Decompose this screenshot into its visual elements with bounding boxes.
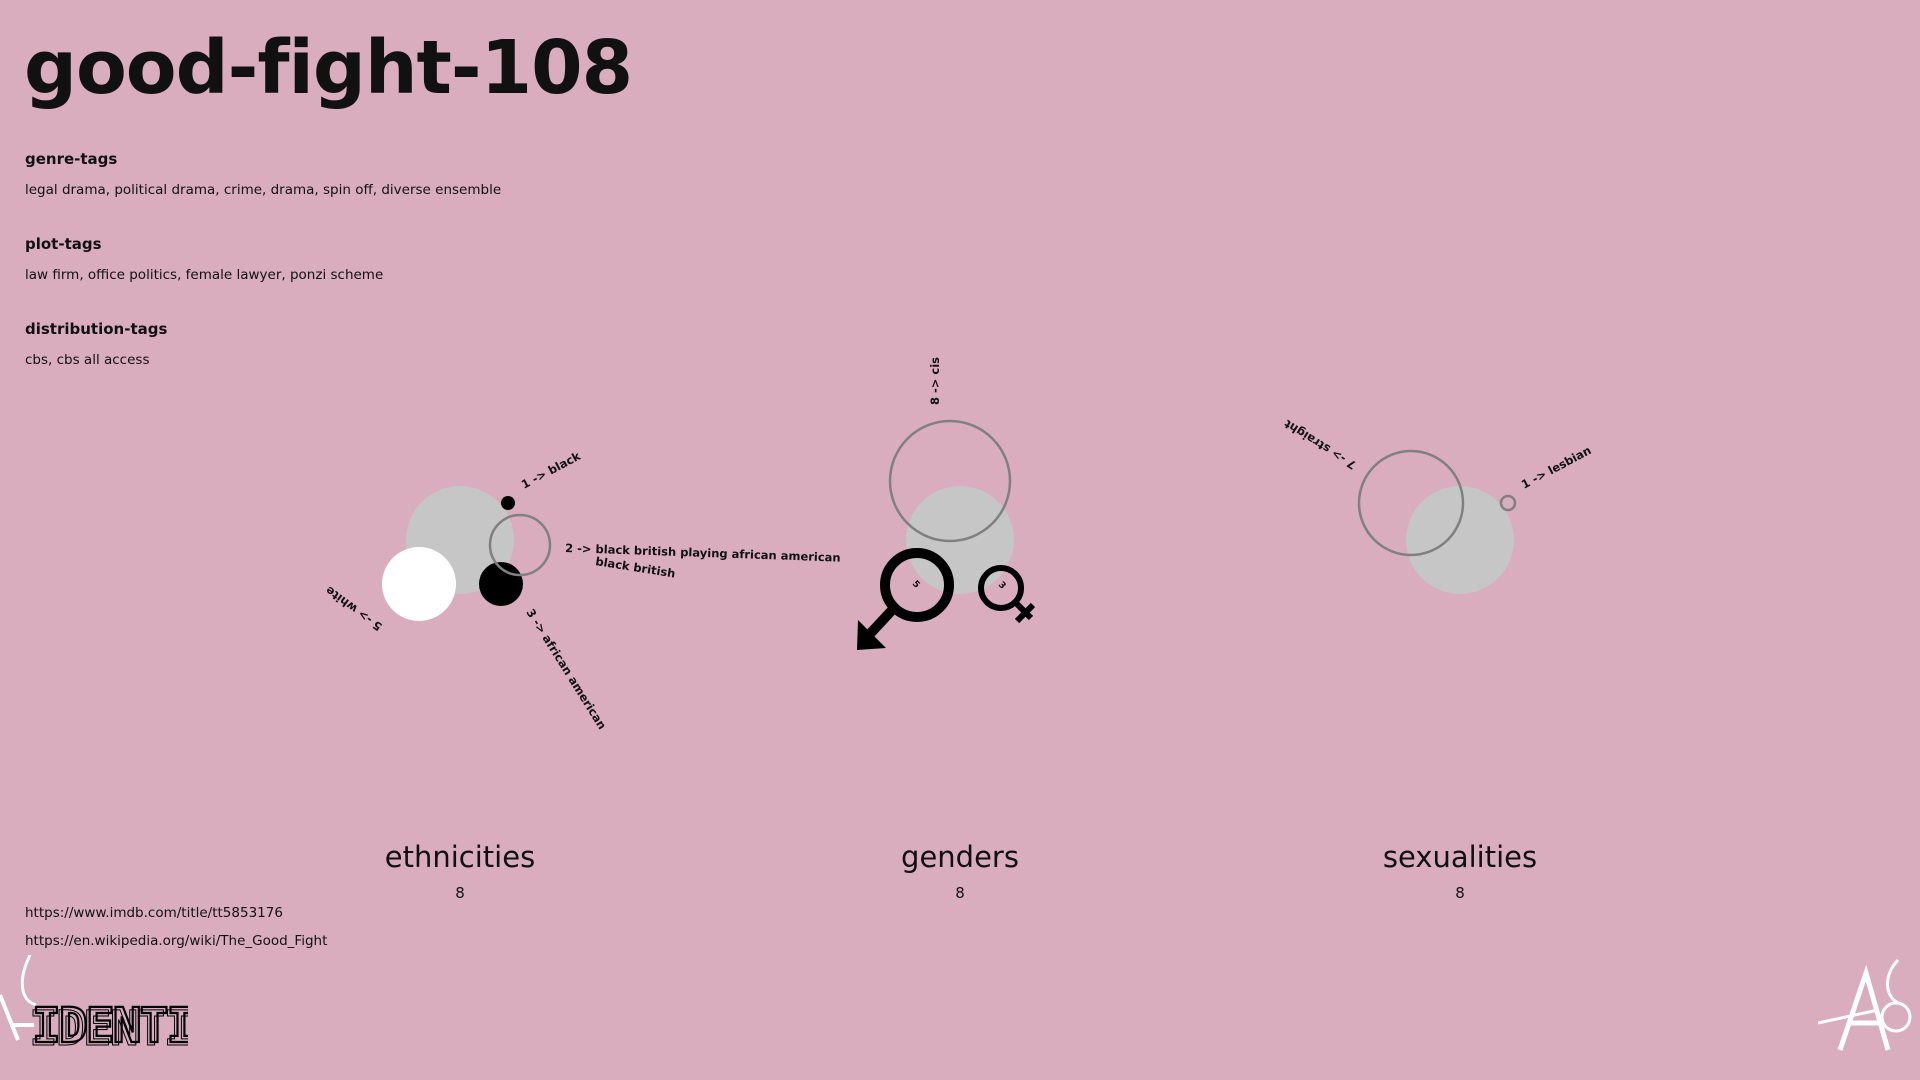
genders-label: genders — [901, 840, 1019, 874]
male-symbol-icon — [857, 548, 954, 650]
annotation-male-count: 5 — [910, 579, 922, 591]
genders-cluster: 8 -> cis 5 3 — [857, 357, 1036, 650]
genre-tags-value: legal drama, political drama, crime, dra… — [25, 182, 502, 198]
distribution-tags-value: cbs, cbs all access — [25, 352, 150, 368]
cis-ring — [888, 419, 1012, 543]
distribution-tags-section: distribution-tags cbs, cbs all access — [25, 320, 167, 368]
ethnicities-count: 8 — [455, 884, 465, 902]
annotation-cis: 8 -> cis — [928, 357, 942, 405]
corner-glyph-right-icon — [1818, 958, 1912, 1051]
distribution-tags-label: distribution-tags — [25, 320, 168, 338]
page-title: good-fight-108 — [24, 25, 633, 111]
sexualities-count: 8 — [1455, 884, 1465, 902]
genre-tags-section: genre-tags legal drama, political drama,… — [25, 150, 501, 198]
plot-tags-value: law firm, office politics, female lawyer… — [25, 267, 384, 283]
annotation-black: 1 -> black — [519, 449, 583, 492]
female-symbol-icon — [978, 565, 1036, 624]
plot-tags-section: plot-tags law firm, office politics, fem… — [25, 235, 383, 283]
ethnicities-label: ethnicities — [384, 840, 536, 874]
black-british-playing-ring — [488, 513, 552, 577]
ethnicities-cluster: 1 -> black 2 -> black british playing af… — [323, 449, 841, 732]
corner-glyph-left-icon — [0, 955, 37, 1041]
sexualities-total-disc — [1406, 486, 1514, 594]
wikipedia-link[interactable]: https://en.wikipedia.org/wiki/The_Good_F… — [25, 933, 328, 949]
straight-ring — [1357, 449, 1465, 557]
sexualities-label: sexualities — [1382, 840, 1538, 874]
black-disc — [501, 496, 515, 510]
annotation-african-american: 3 -> african american — [523, 606, 609, 732]
logo-text-shadow: IDENTI — [29, 1001, 188, 1057]
imdb-link[interactable]: https://www.imdb.com/title/tt5853176 — [25, 905, 283, 921]
sexualities-cluster: 7 -> straight 1 -> lesbian — [1281, 417, 1594, 594]
genders-count: 8 — [955, 884, 965, 902]
white-disc — [382, 547, 456, 621]
plot-tags-label: plot-tags — [25, 235, 102, 253]
genre-tags-label: genre-tags — [25, 150, 118, 168]
annotation-white: 5 -> white — [323, 583, 385, 634]
identi-logo: IDENTI IDENTI — [29, 997, 189, 1058]
annotation-straight: 7 -> straight — [1281, 417, 1358, 473]
annotation-lesbian: 1 -> lesbian — [1519, 443, 1594, 492]
lesbian-ring — [1499, 494, 1517, 512]
logo-text: IDENTI — [32, 998, 188, 1054]
annotation-female-count: 3 — [996, 580, 1008, 592]
